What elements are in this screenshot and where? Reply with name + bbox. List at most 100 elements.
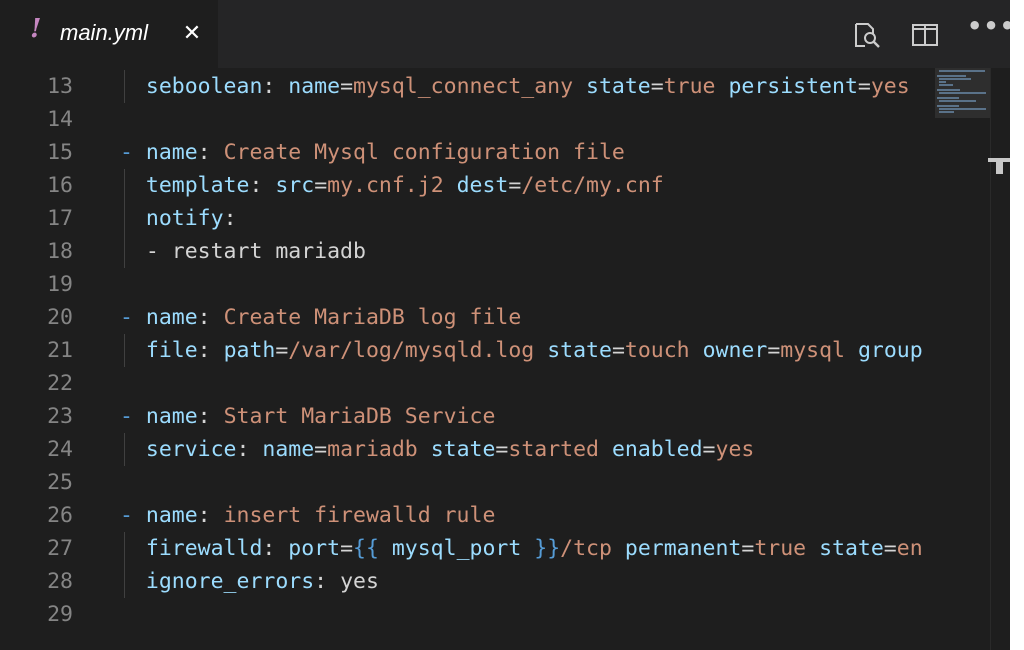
tab-main-yml[interactable]: ! main.yml ✕ (0, 0, 218, 68)
code-token: port (288, 536, 341, 561)
code-line[interactable]: 23- name: Start MariaDB Service (0, 400, 935, 433)
code-token: insert firewalld rule (223, 503, 496, 528)
code-token: enabled (611, 437, 703, 462)
code-token: /etc/my.cnf (521, 173, 664, 198)
indent-guide (124, 433, 125, 466)
code-line[interactable]: 28 ignore_errors: yes (0, 565, 935, 598)
code-text: firewalld: port={{ mysql_port }}/tcp per… (120, 532, 923, 565)
code-line[interactable]: 21 file: path=/var/log/mysqld.log state=… (0, 334, 935, 367)
minimap-line (939, 107, 986, 110)
minimap-line (937, 105, 959, 108)
code-line[interactable]: 25 (0, 466, 935, 499)
code-token: name (262, 437, 315, 462)
code-line[interactable]: 27 firewalld: port={{ mysql_port }}/tcp … (0, 532, 935, 565)
code-token: owner (702, 338, 768, 363)
code-token: : (197, 338, 224, 363)
code-token: = (340, 74, 354, 99)
code-token: Create MariaDB log file (223, 305, 522, 330)
open-preview-button[interactable] (852, 20, 882, 50)
code-token: - (120, 404, 146, 429)
minimap-line (939, 70, 985, 72)
minimap-line (937, 75, 967, 78)
code-token: name (145, 305, 198, 330)
code-token: = (611, 338, 625, 363)
code-token (599, 437, 612, 462)
code-token: : (223, 206, 237, 231)
search-file-icon (855, 23, 880, 48)
line-number: 28 (47, 569, 73, 594)
code-token: state (547, 338, 612, 363)
window-edge (1010, 0, 1024, 650)
line-number: 19 (47, 272, 73, 297)
code-text: seboolean: name=mysql_connect_any state=… (120, 70, 910, 103)
close-icon[interactable]: ✕ (182, 21, 202, 46)
code-line[interactable]: 20- name: Create MariaDB log file (0, 301, 935, 334)
code-token: - (120, 140, 146, 165)
code-token: - (120, 503, 146, 528)
split-editor-icon (912, 24, 938, 46)
code-line[interactable]: 13 seboolean: name=mysql_connect_any sta… (0, 70, 935, 103)
code-token: : (197, 404, 224, 429)
code-token (418, 437, 431, 462)
code-token: = (508, 173, 522, 198)
code-text: template: src=my.cnf.j2 dest=/etc/my.cnf (120, 169, 664, 202)
split-editor-button[interactable] (910, 20, 940, 50)
code-token: name (145, 140, 198, 165)
line-number: 20 (47, 305, 73, 330)
code-editor[interactable]: 13 seboolean: name=mysql_connect_any sta… (0, 68, 1024, 650)
code-token: : (249, 173, 276, 198)
code-token: notify (120, 206, 224, 231)
code-line[interactable]: 19 (0, 268, 935, 301)
minimap-line (939, 99, 976, 102)
code-token: true (754, 536, 807, 561)
code-token: my.cnf.j2 (327, 173, 444, 198)
code-token: : (197, 140, 224, 165)
line-number: 16 (47, 173, 73, 198)
minimap-line (937, 88, 961, 91)
code-token: state (586, 74, 651, 99)
code-token: = (650, 74, 664, 99)
code-line[interactable]: 22 (0, 367, 935, 400)
code-line[interactable]: 14 (0, 103, 935, 136)
code-token: touch (624, 338, 690, 363)
code-token (573, 74, 586, 99)
line-number: 27 (47, 536, 73, 561)
code-token: firewalld (120, 536, 263, 561)
code-token: : (197, 503, 224, 528)
code-line[interactable]: 15- name: Create Mysql configuration fil… (0, 136, 935, 169)
minimap[interactable] (935, 68, 990, 650)
code-line[interactable]: 16 template: src=my.cnf.j2 dest=/etc/my.… (0, 169, 935, 202)
code-line[interactable]: 24 service: name=mariadb state=started e… (0, 433, 935, 466)
line-number: 23 (47, 404, 73, 429)
code-token: yes (715, 437, 755, 462)
code-token: = (702, 437, 716, 462)
code-text: - name: Create Mysql configuration file (120, 136, 625, 169)
code-token: name (145, 503, 198, 528)
line-number: 18 (47, 239, 73, 264)
code-token: path (223, 338, 276, 363)
code-line[interactable]: 18 - restart mariadb (0, 235, 935, 268)
line-number: 26 (47, 503, 73, 528)
code-token: state (819, 536, 884, 561)
vertical-scrollbar[interactable] (990, 68, 1011, 650)
code-line[interactable]: 17 notify: (0, 202, 935, 235)
code-token: = (741, 536, 755, 561)
code-token: mariadb (327, 437, 418, 462)
line-number: 25 (47, 470, 73, 495)
code-token: name (288, 74, 341, 99)
code-line[interactable]: 26 - name: insert firewalld rule (0, 499, 935, 532)
minimap-line (939, 78, 971, 81)
overview-ruler-marker-icon (988, 158, 1012, 174)
code-text: file: path=/var/log/mysqld.log state=tou… (120, 334, 923, 367)
code-token (806, 536, 819, 561)
code-token: dest (456, 173, 509, 198)
code-token: mysql_connect_any (353, 74, 574, 99)
code-token: = (883, 536, 897, 561)
more-actions-icon[interactable]: ••• (967, 12, 1017, 40)
indent-guide (124, 532, 125, 565)
code-line[interactable]: 29 (0, 598, 935, 631)
indent-guide (124, 334, 125, 367)
code-token: = (314, 437, 328, 462)
code-token: en (896, 536, 923, 561)
